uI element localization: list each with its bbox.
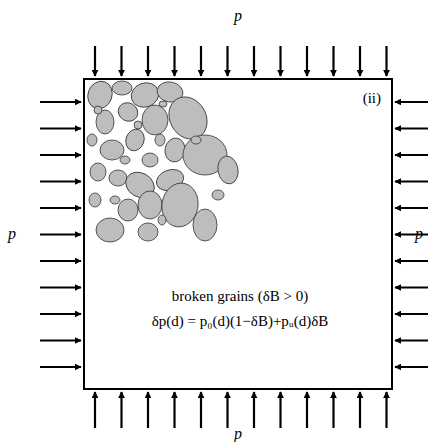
pressure-arrow — [40, 339, 81, 341]
pressure-arrow — [226, 46, 228, 76]
pressure-arrow — [279, 392, 281, 428]
grain — [96, 218, 124, 242]
pressure-arrow — [200, 46, 202, 76]
pressure-arrow — [173, 46, 175, 76]
pressure-arrow — [40, 101, 81, 103]
grain — [193, 209, 217, 241]
pressure-arrow — [395, 260, 428, 262]
pressure-arrow — [395, 154, 428, 156]
pressure-arrow — [332, 46, 334, 76]
pressure-arrows — [40, 46, 428, 428]
pressure-arrow — [385, 46, 387, 76]
pressure-arrow — [395, 180, 428, 182]
pressure-label: p — [234, 426, 242, 442]
pressure-arrow — [253, 46, 255, 76]
grain — [138, 191, 162, 219]
grain — [142, 105, 168, 135]
pressure-arrow — [94, 46, 96, 76]
grain — [159, 101, 167, 107]
pressure-arrow — [306, 46, 308, 76]
pressure-arrow — [40, 286, 81, 288]
pressure-arrow — [40, 366, 81, 368]
pressure-arrow — [147, 46, 149, 76]
grain — [112, 81, 132, 95]
pressure-label: p — [415, 226, 423, 242]
sample-boundary: (ii) broken grains (δB > 0) δp(d) = p₀(d)(… — [83, 78, 393, 390]
grain — [191, 136, 201, 144]
grain — [120, 156, 130, 164]
pressure-arrow — [395, 207, 428, 209]
grain — [94, 106, 102, 114]
pressure-arrow — [40, 313, 81, 315]
grain — [109, 170, 127, 186]
pressure-arrow — [395, 127, 428, 129]
pressure-arrow — [94, 392, 96, 428]
grain — [123, 127, 147, 154]
formula: δp(d) = p₀(d)(1−δB)+pᵤ(d)δB — [152, 313, 329, 330]
grain — [216, 154, 241, 185]
pressure-arrow — [40, 207, 81, 209]
pressure-arrow — [395, 339, 428, 341]
pressure-arrow — [40, 127, 81, 129]
grain — [87, 134, 97, 146]
grain — [118, 199, 138, 221]
pressure-arrow — [40, 154, 81, 156]
grain — [110, 196, 120, 204]
pressure-arrow — [253, 392, 255, 428]
grain — [90, 163, 106, 181]
pressure-arrow — [395, 233, 428, 235]
pressure-label: p — [234, 8, 242, 24]
pressure-arrow — [359, 46, 361, 76]
grain — [138, 223, 158, 241]
grain — [134, 121, 142, 129]
pressure-arrow — [120, 46, 122, 76]
pressure-arrow — [395, 286, 428, 288]
pressure-arrow — [385, 392, 387, 428]
pressure-arrow — [306, 392, 308, 428]
pressure-arrow — [279, 46, 281, 76]
pressure-arrow — [226, 392, 228, 428]
pressure-arrow — [200, 392, 202, 428]
pressure-arrow — [147, 392, 149, 428]
pressure-arrow — [395, 313, 428, 315]
pressure-arrow — [120, 392, 122, 428]
pressure-arrow — [40, 180, 81, 182]
pressure-arrow — [173, 392, 175, 428]
pressure-label: p — [8, 226, 16, 242]
grain — [100, 140, 124, 160]
caption-text: broken grains (δB > 0) — [172, 288, 308, 305]
grain-cluster — [84, 78, 240, 242]
grain — [89, 193, 101, 207]
grain — [142, 153, 158, 167]
pressure-arrow — [359, 392, 361, 428]
pressure-arrow — [395, 101, 428, 103]
pressure-arrow — [395, 366, 428, 368]
grain — [155, 134, 165, 146]
grain — [158, 215, 166, 225]
panel-tag: (ii) — [363, 90, 381, 107]
pressure-arrow — [332, 392, 334, 428]
pressure-arrow — [40, 260, 81, 262]
grain — [212, 190, 224, 200]
pressure-arrow — [40, 233, 81, 235]
